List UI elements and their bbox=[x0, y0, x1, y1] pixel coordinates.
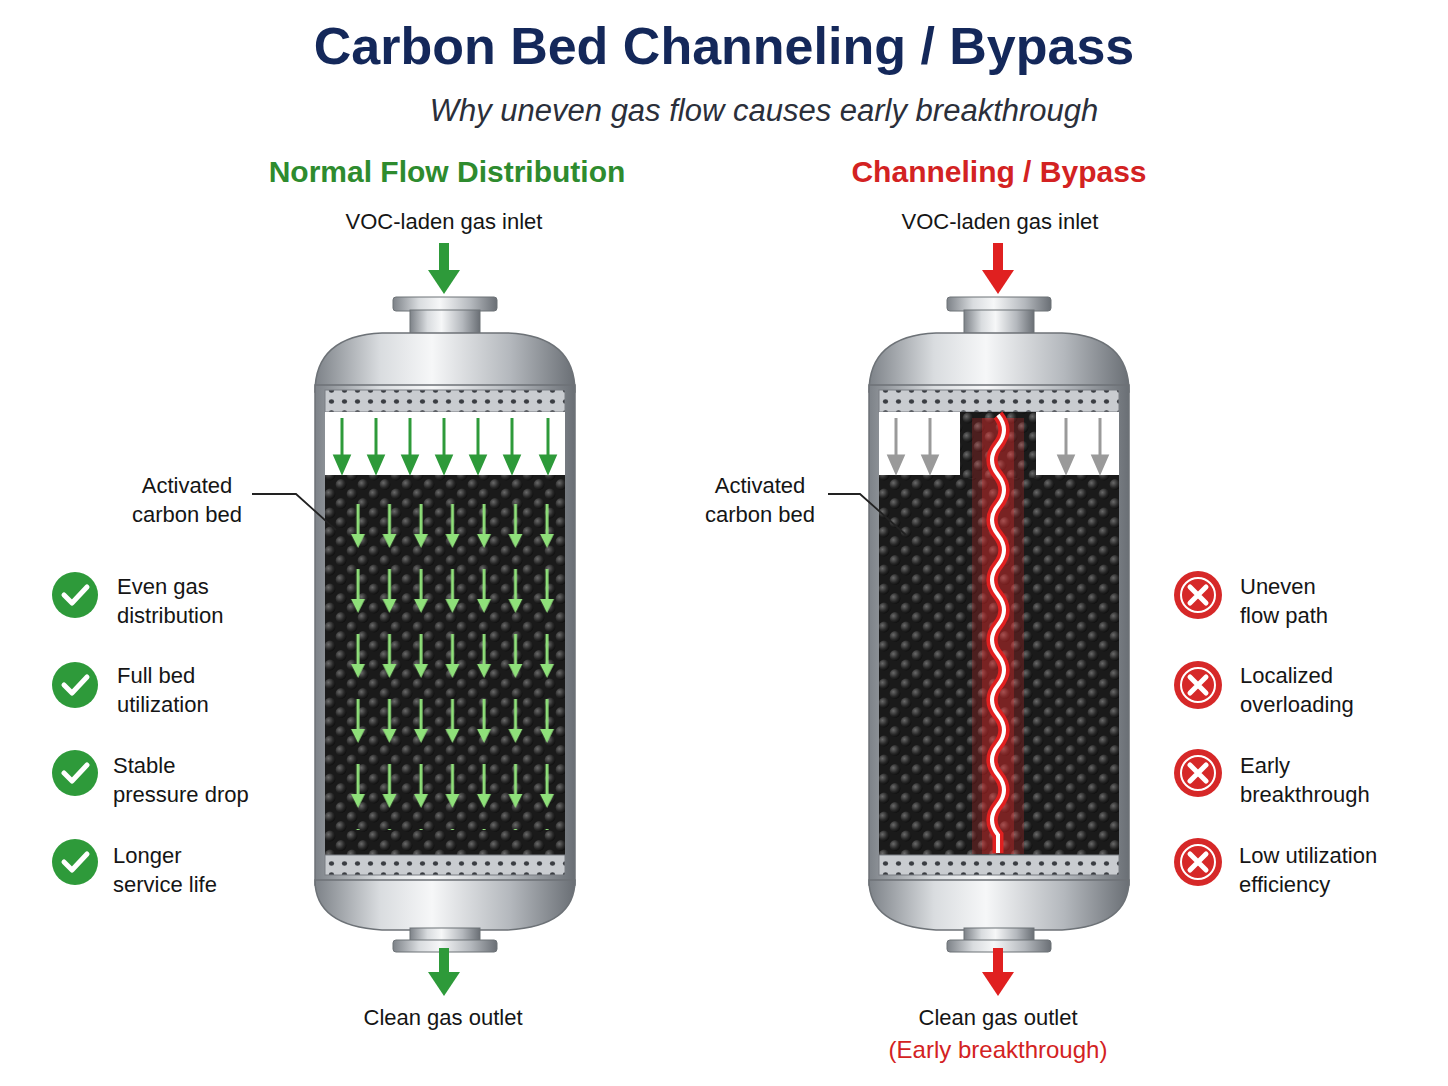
benefit-item: Longer service life bbox=[113, 841, 248, 899]
panel-heading: Channeling / Bypass bbox=[774, 154, 1224, 190]
cross-icon bbox=[1174, 838, 1222, 886]
outlet-arrow bbox=[982, 948, 1014, 996]
inlet-label: VOC-laden gas inlet bbox=[850, 207, 1150, 236]
subtitle: Why uneven gas flow causes early breakth… bbox=[0, 92, 1448, 130]
panel-heading: Normal Flow Distribution bbox=[222, 154, 672, 190]
bed-flow-arrows bbox=[343, 500, 563, 830]
problem-item: Early breakthrough bbox=[1240, 751, 1380, 809]
channel-path bbox=[972, 415, 1024, 854]
leader-line bbox=[252, 494, 336, 530]
problem-item: Low utilization efficiency bbox=[1239, 841, 1399, 899]
inlet-arrow bbox=[982, 243, 1014, 294]
flow-arrows bbox=[335, 418, 555, 472]
part-label: Activated carbon bed bbox=[680, 471, 840, 529]
check-icon bbox=[52, 839, 98, 885]
benefit-item: Stable pressure drop bbox=[113, 751, 263, 809]
outlet-label: Clean gas outlet bbox=[848, 1003, 1148, 1032]
benefit-item: Full bed utilization bbox=[117, 661, 257, 719]
cross-icon bbox=[1174, 661, 1222, 709]
title: Carbon Bed Channeling / Bypass bbox=[0, 15, 1448, 77]
cross-icon bbox=[1174, 571, 1222, 619]
outlet-arrow bbox=[428, 948, 460, 996]
outlet-label: Clean gas outlet bbox=[293, 1003, 593, 1032]
inlet-arrow bbox=[428, 243, 460, 294]
vessel bbox=[315, 297, 575, 952]
check-icon bbox=[52, 572, 98, 618]
leader-line bbox=[828, 494, 906, 535]
part-label: Activated carbon bed bbox=[107, 471, 267, 529]
warning-note: (Early breakthrough) bbox=[823, 1035, 1173, 1064]
check-icon bbox=[52, 662, 98, 708]
vessel bbox=[869, 297, 1129, 952]
problem-item: Uneven flow path bbox=[1240, 572, 1355, 630]
cross-icon bbox=[1174, 749, 1222, 797]
inlet-label: VOC-laden gas inlet bbox=[294, 207, 594, 236]
benefit-item: Even gas distribution bbox=[117, 572, 257, 630]
problem-item: Localized overloading bbox=[1240, 661, 1375, 719]
check-icon bbox=[52, 750, 98, 796]
